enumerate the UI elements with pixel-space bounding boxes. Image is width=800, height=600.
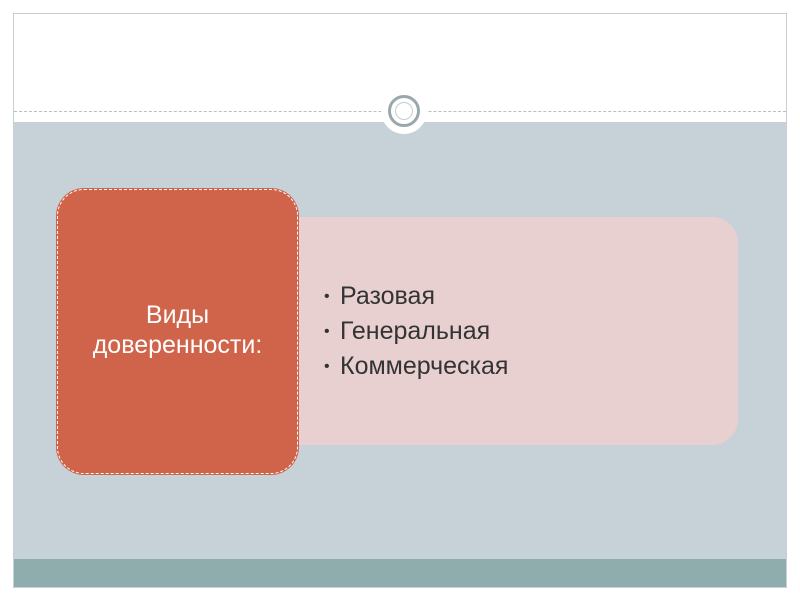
types-list: • Разовая • Генеральная • Коммерческая bbox=[324, 279, 508, 384]
bullet-icon: • bbox=[324, 288, 330, 305]
title-box: Виды доверенности: bbox=[56, 188, 299, 475]
ornament-inner-ring bbox=[395, 102, 413, 120]
title-line: Виды bbox=[145, 301, 210, 329]
title-line: доверенности: bbox=[92, 331, 263, 359]
list-panel: • Разовая • Генеральная • Коммерческая bbox=[214, 217, 738, 445]
ornament-ring bbox=[388, 95, 420, 127]
list-item-label: Генеральная bbox=[340, 317, 491, 345]
circle-ornament-icon bbox=[381, 88, 427, 134]
list-item: • Генеральная bbox=[324, 314, 508, 349]
list-item-label: Коммерческая bbox=[340, 352, 509, 380]
bullet-icon: • bbox=[324, 358, 330, 375]
bullet-icon: • bbox=[324, 323, 330, 340]
list-item-label: Разовая bbox=[340, 282, 435, 310]
footer-band bbox=[14, 559, 786, 587]
slide: • Разовая • Генеральная • Коммерческая Виды… bbox=[13, 13, 787, 588]
list-item: • Разовая bbox=[324, 279, 508, 314]
slide-title: Виды доверенности: bbox=[56, 300, 299, 360]
list-item: • Коммерческая bbox=[324, 349, 508, 384]
